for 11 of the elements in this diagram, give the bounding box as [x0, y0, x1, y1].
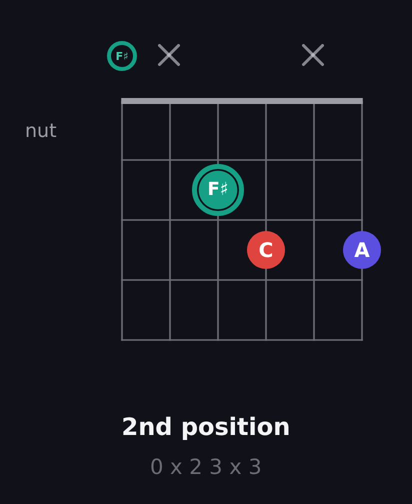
note-name: C [258, 240, 274, 260]
fingering-label: 0 x 2 3 x 3 [150, 455, 262, 479]
chord-title: 2nd position [122, 413, 290, 441]
note-name: F♯ [116, 50, 128, 62]
root-note-marker [192, 164, 244, 216]
note-name: F♯ [207, 181, 228, 199]
open-string-marker [107, 41, 137, 71]
note-name: A [354, 240, 370, 260]
note-marker [343, 231, 381, 269]
note-marker [247, 231, 285, 269]
nut-label: nut [25, 120, 57, 142]
